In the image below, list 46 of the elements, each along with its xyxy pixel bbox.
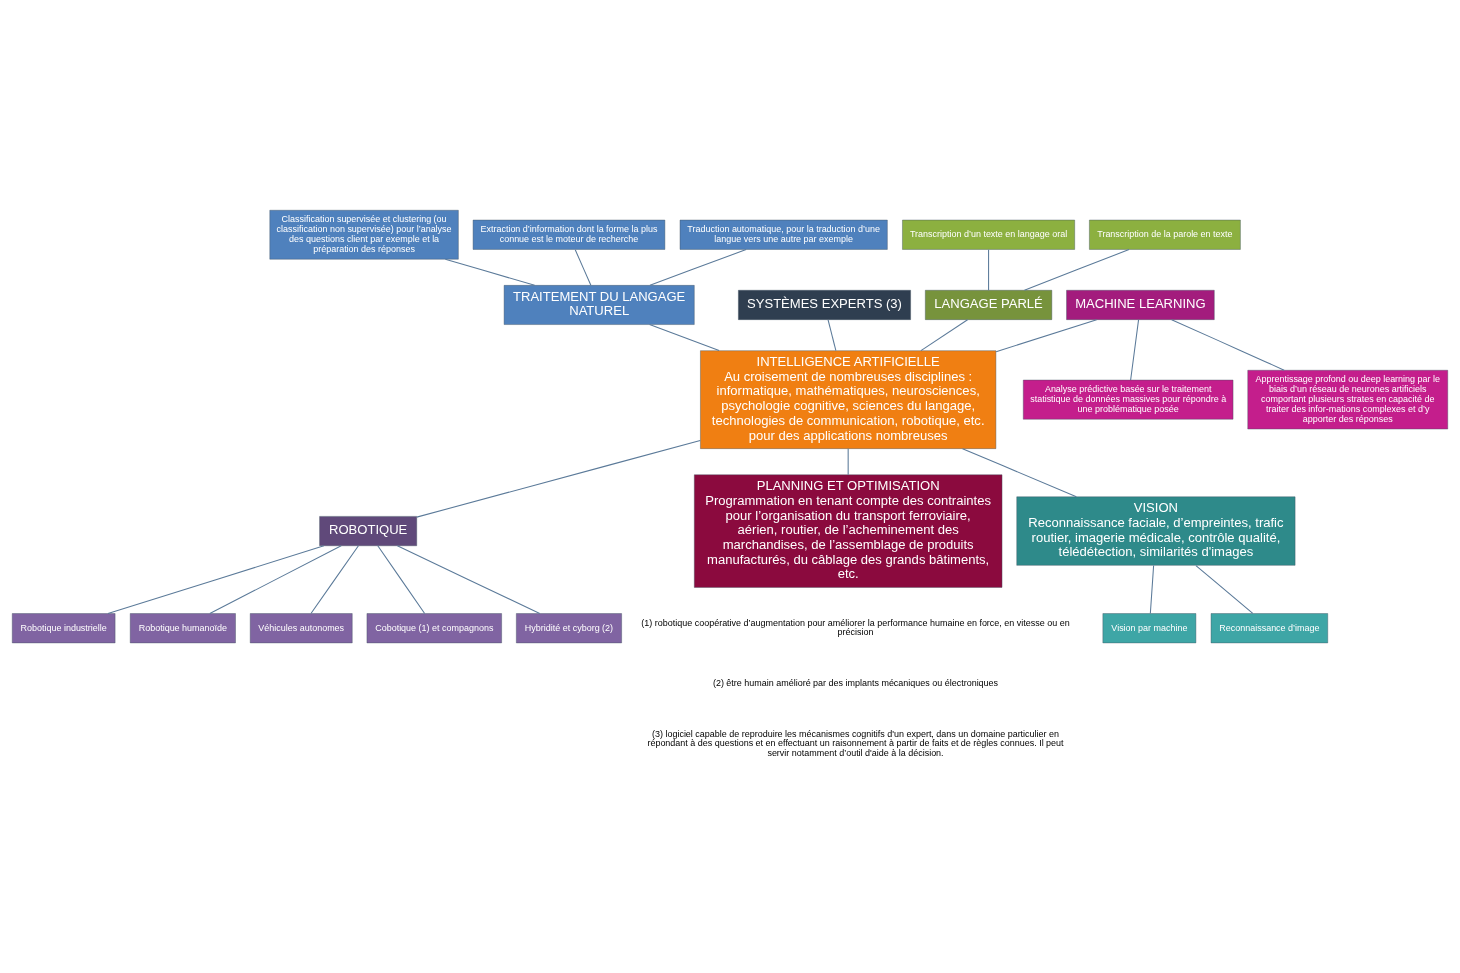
- node-box: Transcription d’un texte en langage oral: [902, 219, 1076, 250]
- connector: [310, 544, 359, 614]
- label: (3) logiciel capable de reproduire les mécanismes cognitifs d'un expert, dans un domaine particulier en répondant à des questions et en effectuant un raisonnement à partir de faits et de règles connues. Il peut servir notamment d’outil d'aide à la décision.: [647, 728, 1064, 758]
- connector: [1023, 248, 1130, 291]
- node-box: PLANNING ET OPTIMISATION Programmation en tenant compte des contraintes pour l’organisation du transport ferroviaire, aérien, routier, de l’acheminement des marchandises, de l’assemblage de produits manufacturés, du câblage des grands bâtiments, etc.: [693, 473, 1003, 588]
- node-box: Classification supervisée et clustering (ou classification non supervisée) pour l’analyse des questions client par exemple et la préparation des réponses: [269, 209, 459, 260]
- label: (1) robotique coopérative d’augmentation pour améliorer la performance humaine en force, en vitesse ou en précision: [641, 617, 1070, 637]
- node-box: Cobotique (1) et compagnons: [366, 612, 503, 643]
- connector: [649, 323, 720, 351]
- connector: [396, 544, 541, 614]
- node-box: Hybridité et cyborg (2): [515, 612, 623, 643]
- node-box: SYSTÈMES EXPERTS (3): [737, 289, 911, 320]
- node-box: Véhicules autonomes: [249, 612, 353, 643]
- node-box: MACHINE LEARNING: [1066, 289, 1215, 320]
- connector: [1171, 318, 1285, 371]
- connector: [827, 318, 837, 351]
- node-box: INTELLIGENCE ARTIFICIELLE Au croisement de nombreuses disciplines : informatique, mathématiques, neurosciences, psychologie cognitive, sciences du langage, technologies de communication, robotique, etc. pour des applications nombreuses: [700, 349, 997, 449]
- connector: [995, 318, 1098, 352]
- connector: [962, 447, 1077, 497]
- connector: [988, 248, 990, 291]
- connector: [416, 439, 701, 518]
- label: (2) être humain amélioré par des implants mécaniques ou électroniques: [712, 677, 999, 688]
- node-box: Extraction d’information dont la forme la plus connue est le moteur de recherche: [472, 219, 666, 250]
- node-box: Reconnaissance d’image: [1210, 612, 1329, 643]
- connector: [847, 447, 849, 475]
- connector: [920, 318, 969, 351]
- node-box: Vision par machine: [1102, 612, 1197, 643]
- node-box: Robotique humanoïde: [129, 612, 236, 643]
- node-box: Analyse prédictive basée sur le traitement statistique de données massives pour répondre à une problématique posée: [1022, 379, 1234, 420]
- connector: [209, 544, 342, 614]
- node-box: ROBOTIQUE: [319, 515, 418, 546]
- connector: [444, 258, 536, 286]
- node-box: Robotique industrielle: [11, 612, 116, 643]
- connector: [107, 544, 325, 614]
- node-box: Traduction automatique, pour la traduction d’une langue vers une autre par exemple: [679, 219, 888, 250]
- node-box: Apprentissage profond ou deep learning par le biais d’un réseau de neurones artificiels comportant plusieurs strates en capacité de traiter des infor-mations complexes et d’y apporter des réponses: [1247, 369, 1449, 429]
- node-box: Transcription de la parole en texte: [1089, 219, 1241, 250]
- node-box: TRAITEMENT DU LANGAGE NATUREL: [503, 284, 695, 325]
- node-box: VISION Reconnaissance faciale, d’empreintes, trafic routier, imagerie médicale, contrôle qualité, télédétection, similarités d'images: [1016, 495, 1296, 566]
- connector: [1195, 564, 1254, 614]
- connector: [649, 248, 747, 286]
- connector: [1149, 564, 1155, 614]
- connector: [574, 248, 592, 286]
- node-box: LANGAGE PARLÉ: [924, 289, 1053, 320]
- connector: [1130, 318, 1140, 381]
- connector: [377, 544, 426, 614]
